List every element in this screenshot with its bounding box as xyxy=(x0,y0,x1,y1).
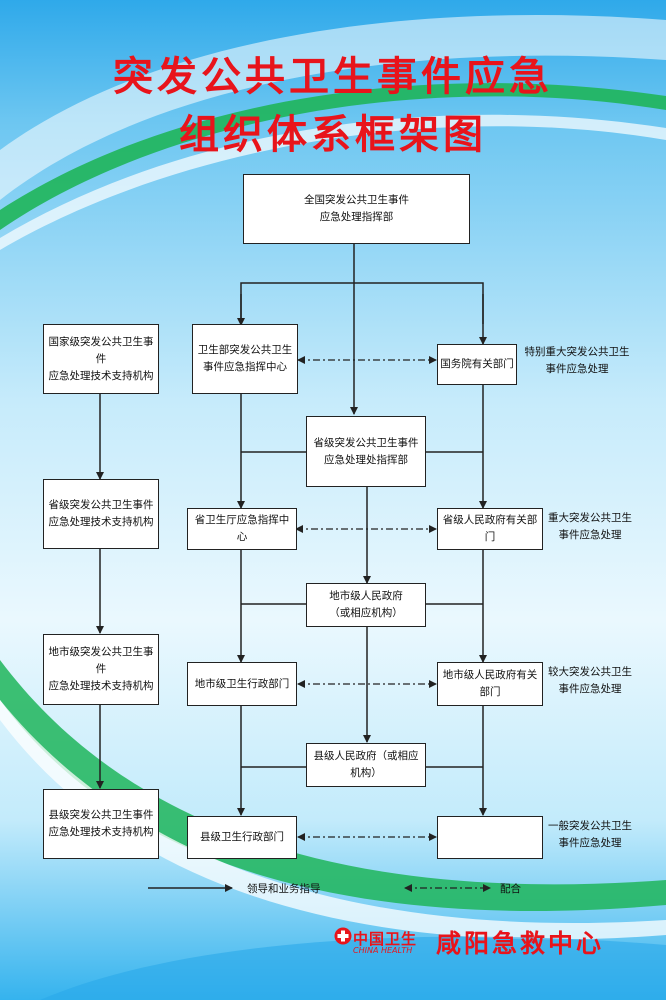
box-national-tech: 国家级突发公共卫生事件 应急处理技术支持机构 xyxy=(43,324,159,394)
page-title-line-1: 突发公共卫生事件应急 xyxy=(113,54,553,100)
box-provincial-gov-depts: 省级人民政府有关部门 xyxy=(437,508,543,550)
organization-name: 咸阳急救中心 xyxy=(436,929,605,958)
box-county-health-dept: 县级卫生行政部门 xyxy=(187,816,297,859)
logo-text-en: CHINA HEALTH xyxy=(353,946,413,955)
legend-dashed-label: 配合 xyxy=(500,883,521,895)
box-provincial-health-center: 省卫生厅应急指挥中心 xyxy=(187,508,297,550)
note-major: 重大突发公共卫生 事件应急处理 xyxy=(548,512,632,541)
box-county-gov: 县级人民政府（或相应机构） xyxy=(306,743,426,787)
box-city-gov: 地市级人民政府 （或相应机构） xyxy=(306,583,426,627)
logo-text-cn: 中国卫生 xyxy=(353,930,418,948)
note-general: 一般突发公共卫生 事件应急处理 xyxy=(548,820,632,849)
link-national-branch xyxy=(240,282,484,325)
legend-solid-label: 领导和业务指导 xyxy=(247,883,321,895)
red-cross-logo-icon xyxy=(334,927,352,945)
note-particularly-major: 特别重大突发公共卫生 事件应急处理 xyxy=(524,346,630,375)
box-provincial-tech: 省级突发公共卫生事件 应急处理技术支持机构 xyxy=(43,479,159,549)
page-title-line-2: 组织体系框架图 xyxy=(179,112,487,158)
box-state-council-depts: 国务院有关部门 xyxy=(437,344,517,385)
box-city-health-dept: 地市级卫生行政部门 xyxy=(187,662,297,706)
box-moh-command-center: 卫生部突发公共卫生 事件应急指挥中心 xyxy=(192,324,298,394)
box-national-command: 全国突发公共卫生事件 应急处理指挥部 xyxy=(243,174,470,244)
box-county-blank xyxy=(437,816,543,859)
note-larger: 较大突发公共卫生 事件应急处理 xyxy=(548,666,632,695)
box-county-tech: 县级突发公共卫生事件 应急处理技术支持机构 xyxy=(43,789,159,859)
box-city-gov-depts: 地市级人民政府有关部门 xyxy=(437,662,543,706)
box-provincial-command: 省级突发公共卫生事件 应急处理处指挥部 xyxy=(306,416,426,487)
box-city-tech: 地市级突发公共卫生事件 应急处理技术支持机构 xyxy=(43,634,159,705)
